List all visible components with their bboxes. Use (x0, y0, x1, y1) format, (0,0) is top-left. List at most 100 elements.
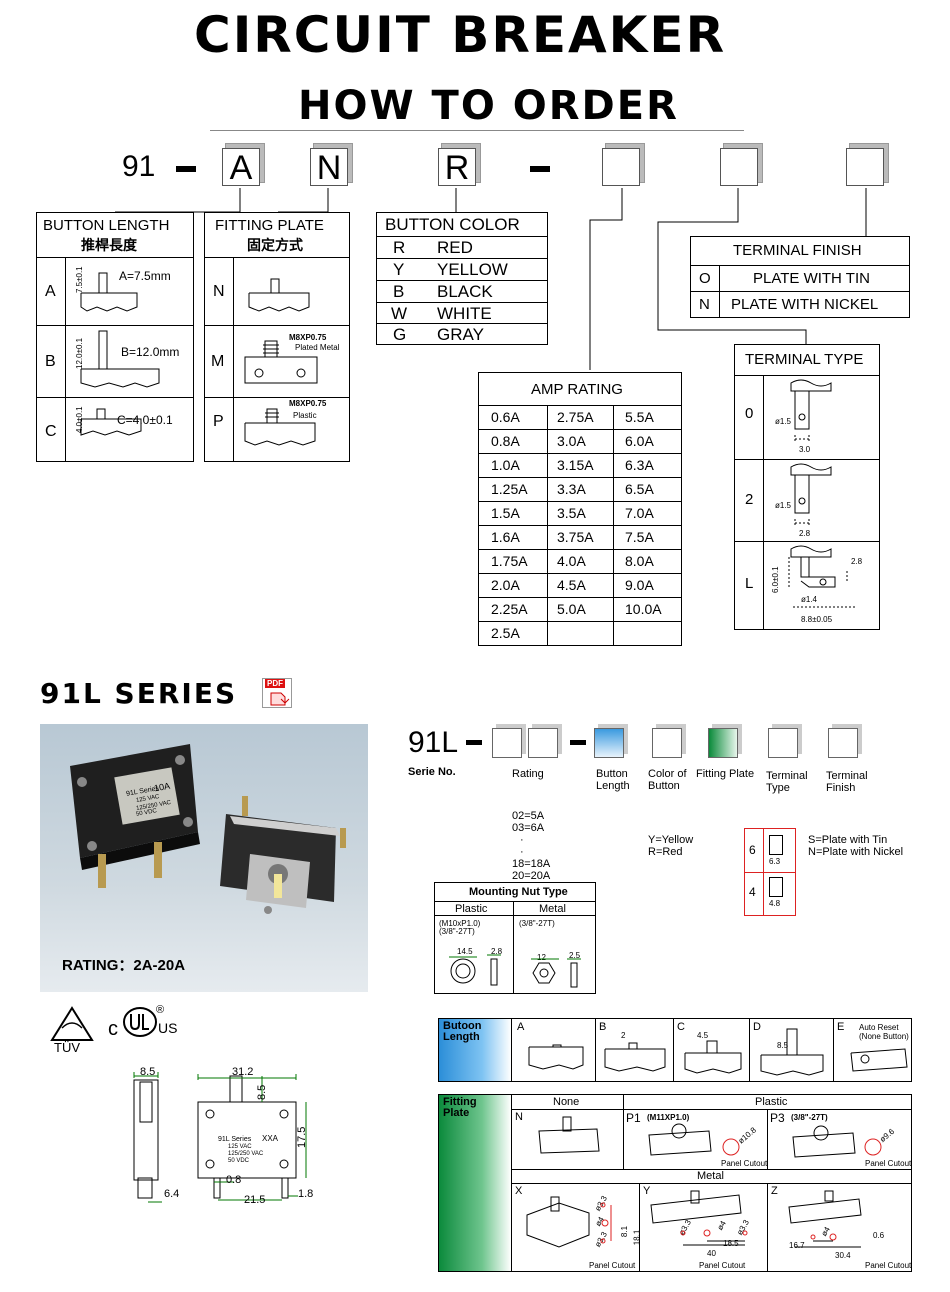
button-color-name-r: RED (437, 238, 473, 257)
amp-rating-cell: 2.75A (557, 409, 594, 425)
button-color-name-y: YELLOW (437, 260, 508, 279)
dim-label-series: 91L Series (218, 1136, 252, 1143)
l-button-length-table: Butoon Length A B C D E 2 4.5 8.5 Auto R… (438, 1018, 912, 1082)
amp-rating-cell: 3.0A (557, 433, 586, 449)
terminal-type-code-2: 2 (745, 491, 754, 508)
l-finish-value-n: N=Plate with Nickel (808, 846, 904, 858)
amp-rating-cell: 2.5A (491, 625, 520, 641)
ul-us: US (158, 1020, 178, 1036)
l-fitting-p1-spec: (M11XP1.0) (647, 1113, 690, 1122)
order-dash-1 (176, 166, 196, 172)
amp-rating-cell: 3.3A (557, 481, 586, 497)
l-fitting-none: None (553, 1096, 580, 1108)
amp-rating-cell: 1.0A (491, 457, 520, 473)
fitting-plate-header-zh: 固定方式 (247, 237, 303, 253)
l-box-fitting (708, 728, 738, 758)
terminal-type-d-0: ø1.5 (775, 417, 792, 426)
button-color-name-g: GRAY (437, 325, 484, 344)
l-fitting-plastic: Plastic (755, 1096, 788, 1108)
order-box-a: A (222, 148, 260, 187)
dim-label-line-2: 125/250 VAC (228, 1151, 264, 1157)
mounting-nut-table: Mounting Nut Type Plastic Metal (M10xP1.… (434, 882, 596, 994)
amp-rating-cell: 0.6A (491, 409, 520, 425)
order-box-terminal-finish (846, 148, 884, 186)
amp-rating-cell: 6.0A (625, 433, 654, 449)
amp-rating-cell: 10.0A (625, 601, 662, 617)
l-fitting-x: X (515, 1185, 523, 1197)
l-rating-value: 20=20A (512, 870, 551, 882)
terminal-type-t-l: 2.8 (851, 557, 863, 566)
button-length-dim-b: B=12.0mm (121, 345, 180, 359)
page-subtitle: HOW TO ORDER (298, 83, 679, 129)
terminal-type-code-0: 0 (745, 405, 754, 422)
title-rule (210, 130, 744, 131)
fitting-plate-note-p1: M8XP0.75 (289, 399, 327, 408)
button-length-code-a: A (45, 283, 56, 300)
l-button-length-col-e: E (837, 1021, 845, 1033)
amp-rating-cell: 7.5A (625, 529, 654, 545)
l-fitting-plate-title-bg (439, 1095, 511, 1271)
l-term-code-6: 6 (749, 843, 756, 857)
l-order-dash-2 (570, 740, 586, 745)
amp-rating-cell: 1.6A (491, 529, 520, 545)
button-length-table: BUTTON LENGTH 推桿長度 A A=7.5mm B B=12.0mm … (36, 212, 194, 462)
dim-h2: 17.5 (296, 1126, 308, 1148)
amp-rating-cell: 4.0A (557, 553, 586, 569)
l-box-terminal-type (768, 728, 798, 758)
l-button-length-title-bg (439, 1019, 511, 1081)
l-fitting-drawings (526, 1116, 882, 1248)
button-color-code-b: B (393, 282, 405, 301)
order-box-terminal-type (720, 148, 758, 186)
amp-rating-cell: 2.25A (491, 601, 528, 617)
l-label-rating: Rating (512, 768, 544, 780)
l-fitting-y: Y (643, 1185, 651, 1197)
l-box-rating-2 (528, 728, 558, 758)
terminal-finish-name-o: PLATE WITH TIN (753, 270, 870, 287)
button-length-header-zh: 推桿長度 (81, 237, 137, 253)
l-label-terminal-type: Terminal Type (766, 770, 808, 794)
fitting-plate-drawings (244, 278, 318, 446)
order-box-n: N (310, 148, 348, 187)
l-fitting-z-dim-2: 16.7 (789, 1241, 805, 1250)
l-fitting-z: Z (771, 1185, 778, 1197)
l-fitting-cutout-y: Panel Cutout (699, 1261, 746, 1270)
mounting-d4: 2.5 (569, 951, 581, 960)
l-button-length-drawings (528, 1028, 908, 1076)
l-button-length-col-c: C (677, 1021, 685, 1033)
amp-rating-cell: 3.15A (557, 457, 594, 473)
amp-rating-cell: 9.0A (625, 577, 654, 593)
amp-rating-cell: 1.75A (491, 553, 528, 569)
l-finish-value-s: S=Plate with Tin (808, 834, 888, 846)
fitting-plate-code-p: P (213, 413, 224, 430)
tuv-logo-icon (50, 1006, 94, 1041)
l-fitting-cutout-z: Panel Cutout (865, 1261, 912, 1270)
l-button-length-col-a: A (517, 1021, 525, 1033)
button-color-code-g: G (393, 325, 407, 344)
l-fitting-cutout-p1: Panel Cutout (721, 1159, 768, 1168)
l-fitting-p3: P3 (770, 1111, 785, 1125)
amp-rating-cell: 6.5A (625, 481, 654, 497)
button-color-code-y: Y (393, 260, 405, 279)
button-length-dim-a: A=7.5mm (119, 269, 171, 283)
l-fitting-cutout-p3: Panel Cutout (865, 1159, 912, 1168)
pdf-icon[interactable]: PDF (262, 678, 292, 708)
l-rating-value: · (520, 846, 524, 858)
terminal-type-d-l: ø1.4 (801, 595, 818, 604)
button-color-name-b: BLACK (437, 282, 493, 301)
dim-w2: 31.2 (232, 1066, 254, 1078)
page-title: CIRCUIT BREAKER (194, 6, 727, 64)
fitting-plate-note-m2: Plated Metal (295, 343, 340, 352)
terminal-type-d-2: ø1.5 (775, 501, 792, 510)
tuv-label: TÜV (54, 1040, 80, 1055)
dim-b3: 21.5 (244, 1194, 266, 1206)
l-label-color: Color of Button (648, 768, 687, 792)
l-label-terminal-finish: Terminal Finish (826, 770, 868, 794)
l-fitting-p1: P1 (626, 1111, 641, 1125)
mounting-plastic-spec-1: (M10xP1.0) (439, 919, 481, 928)
mounting-d1: 14.5 (457, 947, 473, 956)
l-term-w-4: 4.8 (769, 899, 781, 908)
l-term-w-6: 6.3 (769, 857, 781, 866)
mounting-plastic-spec-2: (3/8"-27T) (439, 927, 475, 936)
amp-rating-cell: 4.5A (557, 577, 586, 593)
order-prefix: 91 (122, 150, 156, 183)
